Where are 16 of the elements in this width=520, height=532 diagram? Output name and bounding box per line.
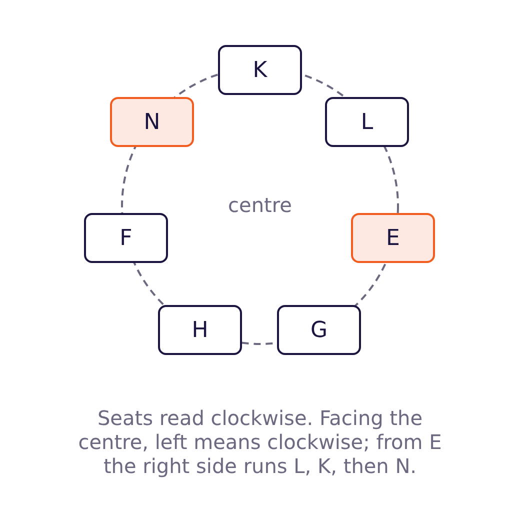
- seat-box: [277, 305, 361, 355]
- seat-box: [218, 45, 302, 95]
- seat-box: [351, 213, 435, 263]
- caption: Seats read clockwise. Facing the centre, left means clockwise; from E the right side runs L, K, then N.: [77, 406, 443, 478]
- seat-box: [158, 305, 242, 355]
- seat-box: [325, 97, 409, 147]
- seat-letter: L: [360, 110, 374, 134]
- seat-letter: E: [386, 226, 400, 250]
- seat-letter: G: [310, 318, 328, 342]
- centre-label: centre: [227, 193, 293, 217]
- seat-box: [110, 97, 194, 147]
- seat-letter: K: [252, 58, 268, 82]
- seat-letter: F: [120, 226, 132, 250]
- seat-box: [84, 213, 168, 263]
- seat-letter: N: [144, 110, 160, 134]
- seat-letter: H: [192, 318, 208, 342]
